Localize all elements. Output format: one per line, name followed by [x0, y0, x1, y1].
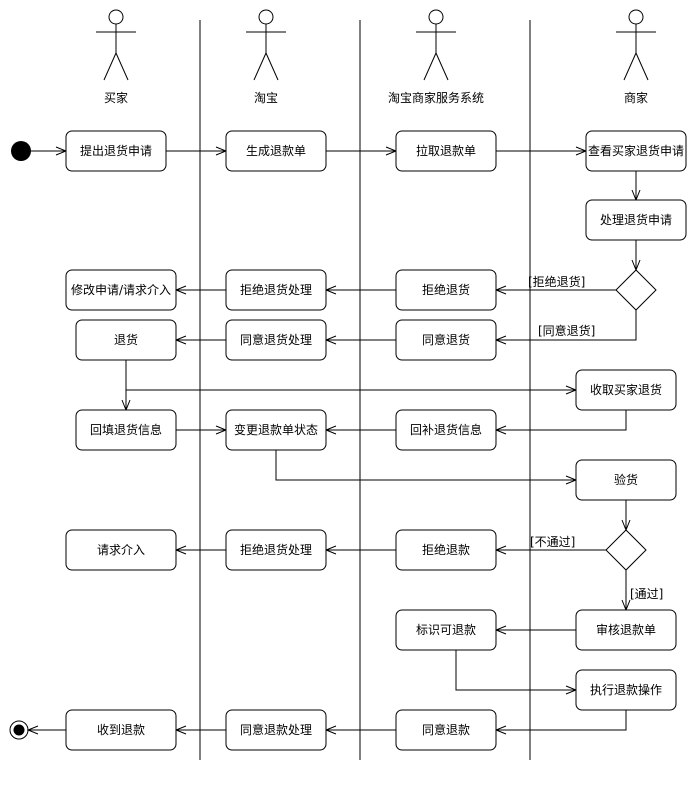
activity-label: 收到退款 — [97, 723, 145, 737]
activity-label: 退货 — [114, 332, 138, 347]
activity-node: 拒绝退货 — [395, 269, 497, 311]
activity-node: 请求介入 — [65, 529, 177, 571]
flow-a21-to-a22 — [455, 650, 576, 690]
activity-node: 生成退款单 — [225, 130, 327, 172]
activity-node: 回补退货信息 — [395, 409, 497, 451]
activity-label: 拒绝退款 — [422, 542, 470, 557]
initial-node — [11, 141, 31, 161]
activity-label: 同意退款 — [422, 722, 470, 737]
activity-label: 执行退款操作 — [590, 682, 662, 697]
activity-node: 同意退货处理 — [225, 319, 327, 361]
activity-node: 拒绝退货处理 — [225, 529, 327, 571]
actor-label-taobao: 淘宝 — [254, 91, 278, 105]
activity-node: 审核退款单 — [575, 609, 677, 651]
activity-node: 拒绝退款 — [395, 529, 497, 571]
activity-node: 查看买家退货申请 — [585, 130, 687, 172]
activity-node: 同意退款 — [395, 709, 497, 751]
actor-system — [416, 9, 456, 81]
activity-label: 同意退货处理 — [240, 332, 312, 347]
activity-node: 标识可退款 — [395, 609, 497, 651]
activity-label: 标识可退款 — [416, 623, 476, 637]
actor-label-system: 淘宝商家服务系统 — [388, 90, 484, 105]
activity-label: 回补退货信息 — [410, 422, 482, 437]
guard-label-pass: [通过] — [630, 587, 663, 601]
final-node — [9, 720, 29, 740]
actor-label-merchant: 商家 — [624, 90, 648, 105]
activity-label: 生成退款单 — [246, 144, 306, 158]
activity-label: 拒绝退货处理 — [240, 282, 312, 297]
activity-label: 回填退货信息 — [90, 422, 162, 437]
activity-node: 收取买家退货 — [575, 369, 677, 411]
guard-label-agree-return: [同意退货] — [538, 323, 595, 338]
activity-node: 同意退款处理 — [225, 709, 327, 751]
activity-node: 变更退款单状态 — [225, 409, 327, 451]
activity-node: 执行退款操作 — [575, 669, 677, 711]
activity-label: 验货 — [614, 472, 638, 487]
guard-label-fail: [不通过] — [530, 535, 575, 549]
actor-merchant — [616, 9, 656, 81]
activity-label: 请求介入 — [97, 543, 145, 557]
activity-node: 处理退货申请 — [585, 199, 687, 241]
activity-label: 收取买家退货 — [590, 382, 662, 397]
activity-node: 回填退货信息 — [75, 409, 177, 451]
decision-node-2 — [605, 529, 647, 571]
activity-node: 退货 — [75, 319, 177, 361]
flow-a22-to-a23 — [496, 710, 627, 730]
activity-label: 变更退款单状态 — [234, 422, 318, 437]
decision-node-1 — [615, 269, 657, 311]
flow-a12-to-a13 — [496, 410, 627, 430]
activity-label: 拒绝退货 — [422, 282, 470, 297]
activity-label: 拉取退款单 — [416, 143, 476, 158]
activity-label: 审核退款单 — [596, 622, 656, 637]
actor-buyer — [96, 9, 136, 81]
actor-label-buyer: 买家 — [104, 90, 128, 105]
activity-label: 修改申请/请求介入 — [71, 282, 171, 297]
activity-node: 拒绝退货处理 — [225, 269, 327, 311]
activity-node: 拉取退款单 — [395, 130, 497, 172]
flow-a14-to-a16 — [275, 450, 576, 480]
flow-decision1-to-a9 — [496, 310, 637, 340]
activity-node: 修改申请/请求介入 — [65, 269, 177, 311]
activity-node: 验货 — [575, 459, 677, 501]
activity-label: 查看买家退货申请 — [588, 143, 684, 158]
activity-node: 提出退货申请 — [65, 130, 167, 172]
actor-taobao — [246, 9, 286, 81]
guard-label-reject-return: [拒绝退货] — [528, 274, 585, 289]
activity-label: 处理退货申请 — [600, 212, 672, 227]
activity-node: 同意退货 — [395, 319, 497, 361]
activity-label: 拒绝退货处理 — [240, 542, 312, 557]
activity-node: 收到退款 — [65, 709, 177, 751]
activity-label: 提出退货申请 — [80, 143, 152, 158]
activity-label: 同意退货 — [422, 332, 470, 347]
activity-label: 同意退款处理 — [240, 722, 312, 737]
